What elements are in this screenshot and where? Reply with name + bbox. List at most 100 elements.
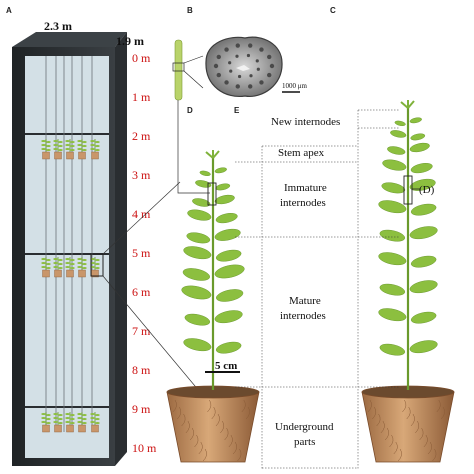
leaf — [199, 170, 211, 176]
growth-chamber — [12, 32, 127, 466]
chamber-interior — [25, 56, 109, 458]
root-line — [428, 441, 433, 455]
small-leaf — [65, 266, 70, 268]
small-leaf — [82, 418, 87, 420]
leaf — [410, 311, 437, 324]
height-tick-9: 9 m — [132, 402, 151, 416]
small-leaf — [65, 140, 70, 142]
label-stem-apex: Stem apex — [278, 147, 325, 159]
small-leaf — [90, 421, 95, 423]
small-leaf — [82, 263, 87, 265]
leaf — [184, 313, 211, 326]
small-leaf — [77, 262, 82, 264]
bundle — [228, 61, 232, 65]
small-leaf — [65, 262, 70, 264]
height-tick-4: 4 m — [132, 207, 151, 221]
panel-letter-c: C — [330, 6, 336, 15]
bundle — [259, 47, 264, 52]
root-line — [436, 399, 441, 413]
label-underground-2: parts — [294, 436, 315, 448]
zoom-line-top — [102, 181, 181, 255]
small-leaf — [41, 266, 46, 268]
root-line — [194, 434, 199, 448]
small-pot — [42, 269, 50, 278]
root-line — [380, 420, 385, 434]
bundle — [248, 43, 253, 48]
small-leaf — [65, 421, 70, 423]
root-line — [385, 427, 390, 441]
small-leaf — [46, 259, 51, 261]
small-pot — [91, 424, 99, 433]
small-leaf — [90, 148, 95, 150]
guide-lines — [235, 109, 400, 470]
root-line — [172, 399, 177, 413]
zoom-line-bottom — [102, 275, 201, 393]
small-leaf — [41, 144, 46, 146]
small-leaf — [77, 413, 82, 415]
height-tick-8: 8 m — [132, 363, 151, 377]
root-line — [245, 406, 250, 420]
root-line — [419, 427, 424, 441]
small-leaf — [46, 418, 51, 420]
height-tick-2: 2 m — [132, 129, 151, 143]
leaf — [215, 213, 238, 224]
bundle — [216, 54, 221, 60]
small-leaf — [41, 148, 46, 150]
small-leaf — [46, 422, 51, 424]
root-line — [410, 413, 415, 427]
small-leaf — [77, 258, 82, 260]
stem-segment — [172, 39, 204, 101]
leaf — [379, 283, 406, 296]
leaf — [410, 255, 437, 268]
leaf — [379, 343, 406, 356]
leaf — [410, 163, 433, 174]
chamber-depth-label: 1.9 m — [116, 34, 144, 48]
leaf — [378, 252, 407, 266]
plant-b — [166, 150, 260, 463]
small-leaf — [41, 140, 46, 142]
small-leaf — [58, 145, 63, 147]
root-line — [207, 399, 212, 413]
chamber-width-label: 2.3 m — [44, 19, 72, 33]
leaf — [182, 268, 210, 281]
potted-plant-row-2 — [41, 257, 100, 278]
small-leaf — [90, 144, 95, 146]
small-pot — [78, 424, 86, 433]
leaf — [183, 246, 212, 260]
leaf — [390, 130, 407, 138]
small-leaf — [77, 421, 82, 423]
highlight-box — [90, 253, 104, 277]
bundle — [248, 84, 253, 89]
bundle — [255, 59, 259, 63]
apex-bud — [205, 150, 220, 159]
leaf — [181, 285, 212, 300]
root-line — [415, 420, 420, 434]
root-line — [406, 406, 411, 420]
bundle — [259, 80, 264, 85]
small-leaf — [95, 418, 100, 420]
plant-c-section-box — [403, 175, 413, 205]
small-leaf — [95, 149, 100, 151]
leaf — [409, 226, 438, 240]
leaf — [215, 183, 231, 191]
small-pot — [66, 151, 74, 160]
panel-letter-d: D — [187, 106, 193, 115]
leaf — [214, 310, 243, 324]
chamber-top — [12, 32, 127, 47]
root-line — [220, 420, 225, 434]
small-leaf — [70, 422, 75, 424]
small-pot — [78, 151, 86, 160]
root-line — [181, 413, 186, 427]
small-leaf — [53, 258, 58, 260]
bundle — [269, 63, 275, 69]
small-pot — [66, 424, 74, 433]
small-leaf — [95, 263, 100, 265]
small-leaf — [46, 145, 51, 147]
small-leaf — [95, 145, 100, 147]
small-leaf — [95, 414, 100, 416]
small-pot — [54, 151, 62, 160]
leaf — [410, 133, 426, 141]
label-new-internodes: New internodes — [271, 116, 340, 128]
small-leaf — [95, 422, 100, 424]
label-mature-2: internodes — [280, 310, 326, 322]
